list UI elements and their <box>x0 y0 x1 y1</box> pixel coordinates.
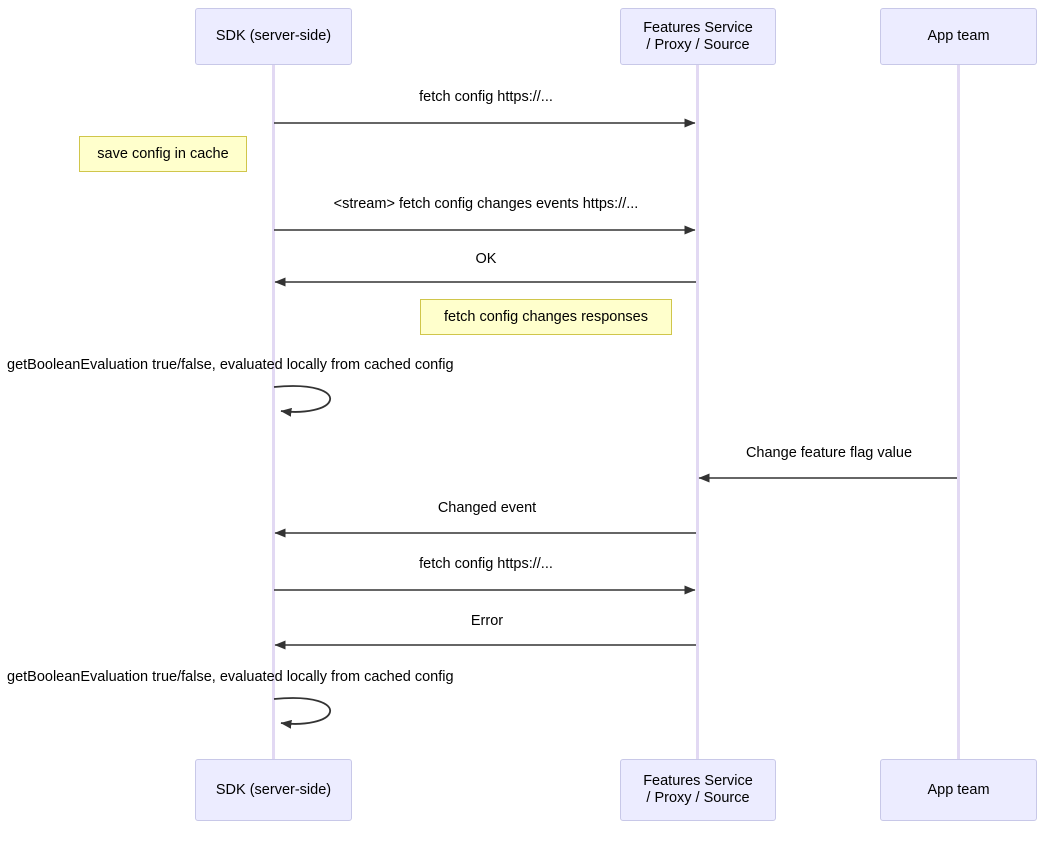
participant-label-app-bottom: App team <box>927 781 990 798</box>
participant-box-features-top[interactable]: Features Service / Proxy / Source <box>620 8 776 65</box>
message-label-m8: Error <box>470 613 504 629</box>
participant-label-features-top: Features Service / Proxy / Source <box>643 19 753 53</box>
lifeline-sdk <box>272 65 275 759</box>
lifeline-features <box>696 65 699 759</box>
participant-box-app-top[interactable]: App team <box>880 8 1037 65</box>
participant-label-sdk-top: SDK (server-side) <box>215 28 332 44</box>
note-label-2: fetch config changes responses <box>444 309 648 325</box>
note-save-config-in-cache: save config in cache <box>79 136 247 172</box>
note-label-1: save config in cache <box>97 146 229 162</box>
message-label-m9: getBooleanEvaluation true/false, evaluat… <box>7 669 454 685</box>
participant-box-sdk-bottom[interactable]: SDK (server-side) <box>195 759 352 821</box>
lifeline-app <box>957 65 960 759</box>
message-label-m7: fetch config https://... <box>419 556 553 572</box>
message-arrow-m9-selfloop <box>273 697 331 729</box>
message-arrow-m4-selfloop <box>273 385 331 417</box>
participant-box-features-bottom[interactable]: Features Service / Proxy / Source <box>620 759 776 821</box>
message-label-m4: getBooleanEvaluation true/false, evaluat… <box>7 357 454 373</box>
message-label-m5: Change feature flag value <box>745 445 913 461</box>
participant-box-app-bottom[interactable]: App team <box>880 759 1037 821</box>
message-label-m1: fetch config https://... <box>419 89 553 105</box>
participant-label-app-top: App team <box>927 28 990 44</box>
message-label-m6: Changed event <box>437 500 537 516</box>
participant-label-sdk-bottom: SDK (server-side) <box>215 781 332 798</box>
message-label-m2: <stream> fetch config changes events htt… <box>333 196 639 212</box>
message-label-m3: OK <box>475 251 497 267</box>
participant-box-sdk-top[interactable]: SDK (server-side) <box>195 8 352 65</box>
note-fetch-config-changes-responses: fetch config changes responses <box>420 299 672 335</box>
participant-label-features-bottom: Features Service / Proxy / Source <box>643 773 753 806</box>
